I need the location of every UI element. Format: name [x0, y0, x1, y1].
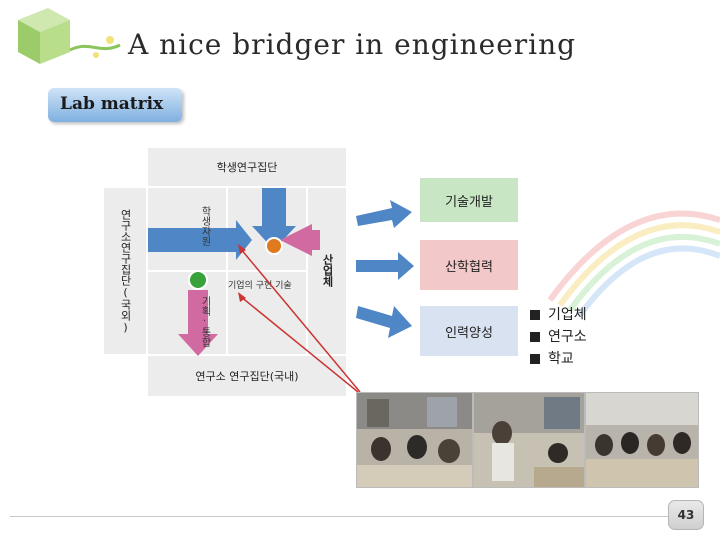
bullet-square-icon: [530, 354, 540, 364]
outcome-workforce-label: 인력양성: [445, 325, 493, 341]
horizontal-arrow-label: 기업의 구현 기술: [228, 281, 292, 291]
matrix-top-label: 학생연구집단: [216, 161, 278, 174]
subtitle-bar: [48, 88, 182, 122]
orange-node: [265, 237, 283, 255]
legend-item-school: 학교: [530, 348, 587, 368]
bullet-square-icon: [530, 332, 540, 342]
matrix-left-panel: [104, 188, 146, 354]
subtitle: Lab matrix: [60, 94, 164, 114]
lower-vertical-label: 기획·통합: [199, 296, 210, 347]
matrix-bottom-panel: [148, 356, 346, 396]
photo-classroom: [585, 392, 699, 488]
slide-title: A nice bridger in engineering: [128, 28, 577, 61]
pink-arrow-shaft: [306, 230, 320, 250]
matrix-bottom-label: 연구소 연구집단(국내): [195, 370, 299, 383]
outcome-tech-dev-label: 기술개발: [445, 194, 493, 210]
rainbow-decoration-icon: [540, 180, 720, 320]
arrow-to-hr: [356, 306, 412, 338]
page-number-badge: 43: [668, 500, 704, 530]
vertical-arrow-label: 학생자원: [199, 206, 210, 246]
outcome-industry-academia-label: 산학협력: [445, 259, 493, 275]
page-number: 43: [677, 508, 695, 522]
matrix-cell-bottom-right: [228, 272, 306, 354]
photo-lecture: [473, 392, 585, 488]
cube-logo-icon: [0, 0, 130, 80]
arrow-to-industry: [356, 252, 414, 280]
legend-item-institute: 연구소: [530, 326, 587, 346]
photo-lab-meeting: [356, 392, 473, 488]
arrow-to-tech: [356, 200, 412, 228]
blue-arrow-right: [148, 220, 252, 260]
pink-arrow-down: [178, 290, 218, 356]
outcome-workforce: 인력양성: [420, 306, 518, 356]
legend: 기업체 연구소 학교: [530, 304, 587, 368]
footer-line: [10, 516, 670, 517]
legend-item-company: 기업체: [530, 304, 587, 324]
blue-arrow-down: [252, 188, 296, 250]
outcome-industry-academia: 산학협력: [420, 240, 518, 290]
matrix-right-panel: [308, 188, 346, 354]
green-node: [188, 270, 208, 290]
matrix-left-label: 연구소연구집단(국외): [119, 208, 132, 334]
pink-arrow-left: [280, 224, 312, 256]
matrix-arrows: [148, 188, 320, 356]
matrix-top-panel: [148, 148, 346, 186]
bullet-square-icon: [530, 310, 540, 320]
outcome-arrows: [356, 200, 414, 338]
outcome-tech-dev: 기술개발: [420, 178, 518, 222]
matrix-right-label: 산업체: [321, 253, 334, 287]
